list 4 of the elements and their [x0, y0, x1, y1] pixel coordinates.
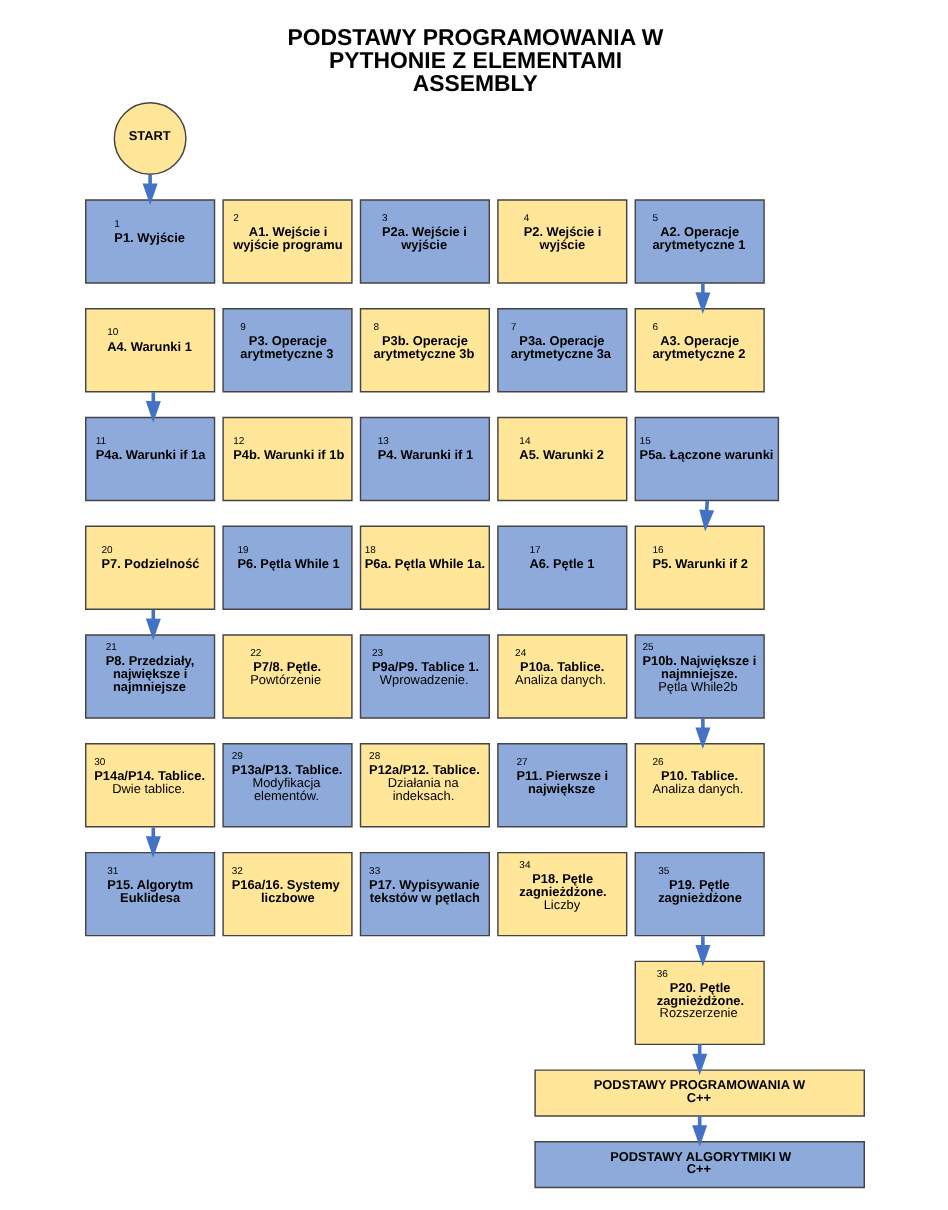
arrow: [141, 174, 157, 206]
arrow: [694, 936, 710, 967]
arrow: [698, 501, 714, 532]
diagram-title: PODSTAWY PROGRAMOWANIA W PYTHONIE Z ELEMENTAMI ASSEMBLY: [286, 27, 663, 97]
